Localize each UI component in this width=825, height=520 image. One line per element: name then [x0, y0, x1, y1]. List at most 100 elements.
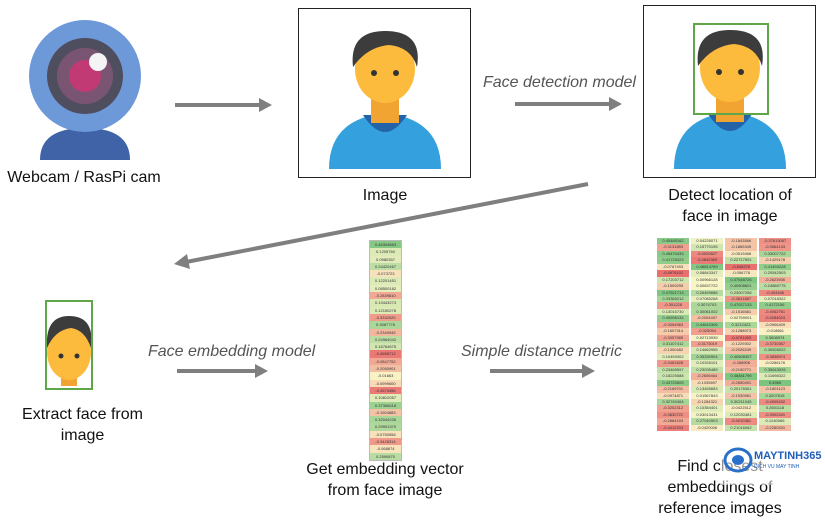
matrix-cell: -0.3838974 — [759, 353, 791, 361]
matrix-cell: -0.3730367 — [759, 341, 791, 348]
matrix-cell: 0.10354401 — [691, 405, 723, 412]
embedding-cell: -0.0999600 — [370, 379, 401, 387]
matrix-cell: 0.20178361 — [725, 386, 757, 393]
matrix-cell: -0.3054963 — [657, 321, 689, 329]
embedding-cell: 0.12150278 — [370, 306, 401, 314]
matrix-cell: -0.2260431 — [759, 424, 791, 432]
matrix-cell: -0.0974871 — [657, 392, 689, 399]
matrix-cell: -0.1509295 — [657, 283, 689, 290]
matrix-cell: 0.00637722 — [691, 283, 723, 290]
matrix-cell: -0.1843566 — [725, 238, 757, 245]
find-label-line3: reference images — [658, 500, 782, 517]
arrow-embedding-to-matrix — [490, 361, 600, 381]
matrix-cell: 0.21016062 — [725, 424, 757, 432]
matrix-cell: 0.31107412 — [657, 341, 689, 348]
matrix-cell: 0.23007256 — [725, 289, 757, 296]
matrix-cell: -0.1516581 — [725, 308, 757, 316]
arrow-image-to-detect — [515, 94, 625, 114]
matrix-cell: -0.1607314 — [657, 328, 689, 335]
distance-metric-label: Simple distance metric — [461, 343, 622, 360]
person-icon — [329, 31, 441, 169]
matrix-cell: -0.0422512 — [725, 405, 757, 412]
matrix-cell: -0.0519468 — [725, 250, 757, 258]
face-bounding-box — [693, 23, 769, 115]
matrix-cell: -0.3902441 — [759, 411, 791, 419]
matrix-cell: -0.0286176 — [759, 360, 791, 367]
matrix-cell: 0.35330904 — [691, 353, 723, 361]
matrix-cell: 0.22717591 — [725, 257, 757, 264]
matrix-cell: 0.40596134 — [657, 315, 689, 322]
detection-frame — [643, 5, 816, 178]
matrix-cell: 0.02759001 — [725, 315, 757, 322]
face-bounding-box — [45, 300, 93, 390]
matrix-cell: 0.13455683 — [691, 386, 723, 393]
arrow-webcam-to-image — [175, 95, 275, 115]
matrix-cell: -0.3202312 — [657, 405, 689, 412]
extract-label-line1: Extract face from — [22, 406, 143, 423]
embedding-cell: -0.01663 — [370, 372, 401, 380]
matrix-cell: 0.12030481 — [725, 411, 757, 419]
extracted-face — [45, 300, 93, 390]
embedding-cell: 0.10812057 — [370, 394, 401, 402]
arrow-face-to-embedding — [177, 361, 272, 381]
matrix-cell: 0.3207815 — [759, 392, 791, 399]
matrix-cell: -0.325094 — [691, 328, 723, 335]
matrix-cell: -0.4976102 — [657, 270, 689, 277]
embedding-cell: -0.4573456 — [370, 386, 401, 395]
webcam-icon — [18, 20, 148, 160]
matrix-cell: 0.24889775 — [759, 283, 791, 290]
matrix-cell: 0.10326101 — [691, 360, 723, 367]
embedding-cell: 0.13443273 — [370, 299, 401, 307]
matrix-cell: 0.20542503 — [759, 270, 791, 277]
detect-label-line2: face in image — [682, 208, 778, 225]
matrix-cell: 0.45470433 — [657, 250, 689, 258]
matrix-cell: 0.07085268 — [691, 295, 723, 303]
matrix-cell: -0.1865345 — [725, 244, 757, 251]
matrix-cell: -0.2606464 — [691, 373, 723, 380]
matrix-cell: 0.4965 — [759, 379, 791, 387]
matrix-cell: -0.37613067 — [759, 238, 791, 245]
matrix-cell: 0.23035489 — [691, 366, 723, 374]
matrix-cell: 0.43720609 — [657, 379, 689, 387]
matrix-cell: 0.46814769 — [691, 263, 723, 271]
matrix-cell: -0.3641887 — [725, 295, 757, 303]
embedding-cell: -0.2839810 — [370, 292, 401, 300]
matrix-cell: -0.1035697 — [691, 379, 723, 387]
matrix-cell: -0.2004497 — [691, 315, 723, 322]
matrix-cell: -0.1284321 — [691, 398, 723, 406]
matrix-cell: -0.4005432 — [759, 398, 791, 406]
matrix-cell: 0.27040503 — [691, 418, 723, 425]
image-frame — [298, 8, 471, 178]
embedding-cell: 0.24420467 — [370, 262, 401, 271]
matrix-cell: -0.0420006 — [691, 424, 723, 432]
embedding-cell: 0.08500182 — [370, 284, 401, 293]
matrix-cell: -0.2884153 — [657, 418, 689, 425]
matrix-cell: -0.404166 — [759, 289, 791, 296]
person-icon — [674, 23, 786, 169]
matrix-cell: -0.3564133 — [759, 244, 791, 251]
matrix-cell: -0.3830722 — [657, 411, 689, 419]
embedding-cell: 0.2590870 — [370, 452, 401, 460]
embedding-cell: 0.1205760 — [370, 248, 401, 256]
matrix-cell: -0.2190771 — [725, 366, 757, 374]
embedding-cell: 0.24964042 — [370, 335, 401, 344]
watermark-tagline: DICH VU MAY TINH — [754, 464, 800, 470]
embedding-cell: 0.46304663 — [370, 241, 401, 249]
matrix-cell: -0.3173019 — [691, 341, 723, 348]
matrix-cell: -0.3131893 — [657, 244, 689, 251]
matrix-cell: -0.2623936 — [759, 276, 791, 284]
matrix-cell: -0.4791453 — [725, 334, 757, 341]
embedding-cell: -0.2847752 — [370, 357, 401, 366]
matrix-cell: -0.1288973 — [725, 328, 757, 335]
matrix-cell: 0.08843347 — [691, 270, 723, 277]
matrix-cell: 0.04226071 — [691, 238, 723, 245]
matrix-cell: 0.3212423 — [725, 321, 757, 329]
detect-label-line1: Detect location of — [668, 187, 792, 204]
embedding-cell: 0.37306518 — [370, 401, 401, 409]
matrix-cell: -0.018661 — [759, 328, 791, 335]
